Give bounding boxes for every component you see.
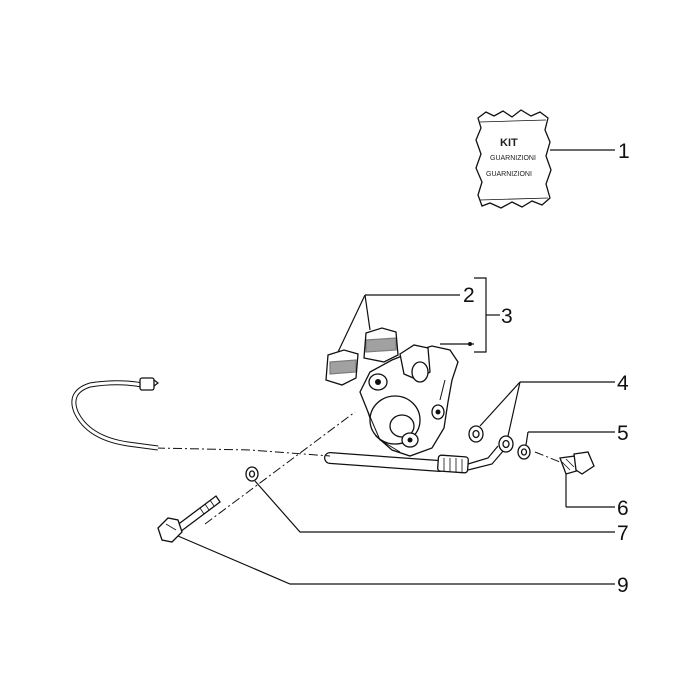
washer-7 xyxy=(245,466,259,482)
leader-line-4c xyxy=(507,381,521,437)
seal-kit-bag: KIT GUARNIZIONI GUARNIZIONI xyxy=(475,109,552,209)
assembly-axis-bolt xyxy=(204,411,356,525)
copper-washer-b xyxy=(498,435,514,453)
callout-1: 1 xyxy=(618,140,630,163)
leader-line-2b xyxy=(337,294,366,353)
leader-line-7 xyxy=(254,480,615,533)
brake-pad-lower xyxy=(325,349,359,386)
banjo-bolt-6 xyxy=(534,451,595,475)
leader-line-2c xyxy=(364,294,371,331)
assembly-axis-hose xyxy=(155,447,331,457)
kit-label-line3: GUARNIZIONI xyxy=(486,171,532,178)
callout-9: 9 xyxy=(617,574,629,597)
leader-dot-3 xyxy=(468,342,472,346)
callout-6: 6 xyxy=(617,497,629,520)
leader-line-4b xyxy=(479,381,521,427)
mounting-bolt-9 xyxy=(157,495,221,543)
callout-2: 2 xyxy=(463,284,475,307)
callout-4: 4 xyxy=(617,372,629,395)
leader-line-5b xyxy=(525,431,529,446)
brake-caliper xyxy=(359,344,459,457)
brake-hose xyxy=(324,445,505,474)
copper-washer-a xyxy=(468,425,484,443)
callout-3: 3 xyxy=(501,305,513,328)
bleed-cable xyxy=(71,377,159,451)
kit-label-line1: KIT xyxy=(500,137,518,149)
callout-5: 5 xyxy=(617,422,629,445)
kit-label-line2: GUARNIZIONI xyxy=(490,155,536,162)
brake-pad-upper xyxy=(363,327,399,363)
washer-5 xyxy=(517,444,531,460)
callout-7: 7 xyxy=(617,522,629,545)
leader-line-9 xyxy=(177,535,615,585)
bracket-3 xyxy=(474,277,487,353)
